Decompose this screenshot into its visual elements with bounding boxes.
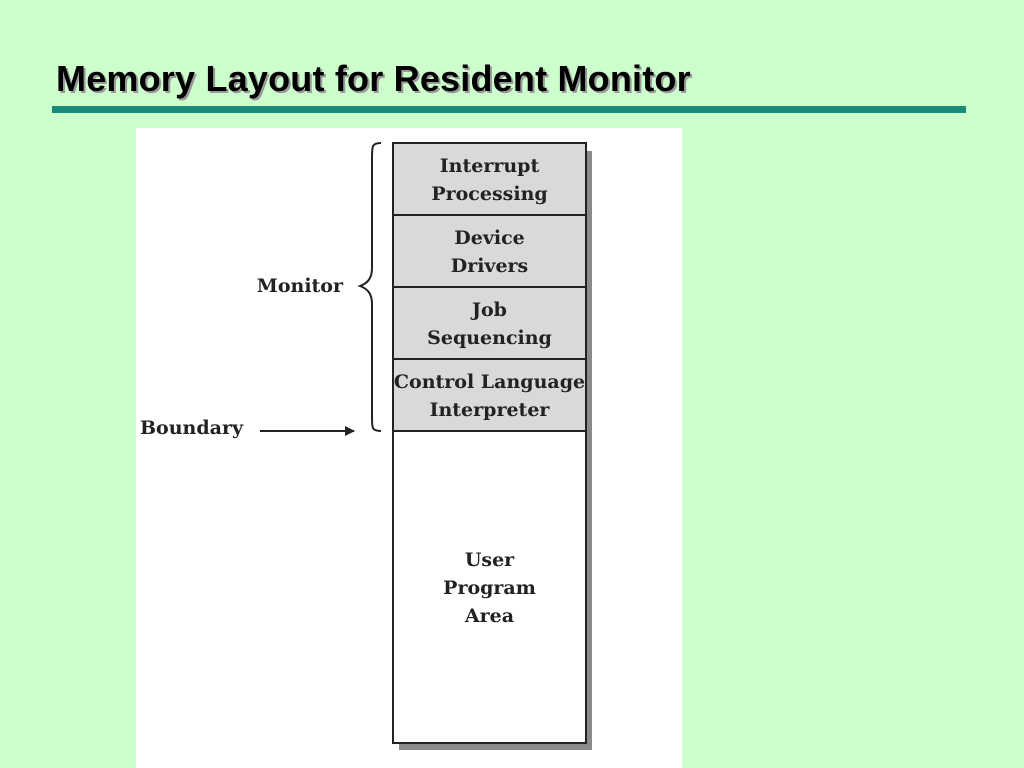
memory-segment-label: Job	[470, 299, 507, 321]
memory-segment-box	[392, 214, 587, 288]
memory-segment-label: Drivers	[451, 255, 529, 277]
memory-segment-box	[392, 286, 587, 360]
memory-segment-label: Sequencing	[427, 327, 552, 349]
memory-segment-label: Area	[464, 605, 514, 627]
memory-segment-box	[392, 142, 587, 216]
boundary-label: Boundary	[140, 417, 244, 439]
memory-segment-label: Interpreter	[430, 399, 551, 421]
monitor-brace	[357, 142, 382, 432]
memory-layout-diagram: InterruptProcessingDeviceDriversJobSeque…	[140, 142, 592, 750]
memory-segment-label: User	[465, 549, 515, 571]
memory-segment-label: Interrupt	[440, 155, 540, 177]
memory-segment-label: Program	[443, 577, 536, 599]
monitor-label: Monitor	[257, 275, 344, 297]
slide-title: Memory Layout for Resident Monitor	[56, 58, 691, 99]
memory-segment-label: Control Language	[394, 371, 585, 393]
memory-segment-label: Device	[454, 227, 524, 249]
memory-segment-label: Processing	[431, 183, 547, 205]
memory-segments: InterruptProcessingDeviceDriversJobSeque…	[392, 142, 587, 744]
title-underline	[52, 106, 966, 113]
memory-segment-box	[392, 430, 587, 744]
